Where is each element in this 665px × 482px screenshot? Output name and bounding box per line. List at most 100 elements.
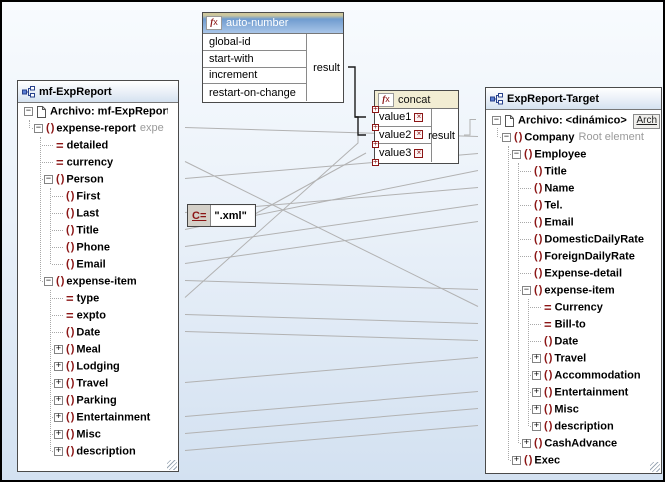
input-connector-restart-on-change[interactable] — [196, 89, 203, 97]
element-icon: ( ) — [524, 148, 534, 160]
tree-row-Meal[interactable]: +( )Meal — [18, 341, 178, 358]
tree-row-Last[interactable]: ( )Last — [18, 205, 178, 222]
function-auto-number[interactable]: fxauto-numberglobal-idstart-withincremen… — [202, 12, 344, 103]
result-connector-concat[interactable] — [458, 131, 467, 141]
component-titlebar[interactable]: ExpReport-Target — [486, 88, 661, 110]
tree-row-Name[interactable]: ( )Name — [486, 180, 661, 197]
tree-row-Employee[interactable]: −( )Employee — [486, 146, 661, 163]
tree-row-expense-item[interactable]: −( )expense-item — [18, 273, 178, 290]
tree-row-Archivo: <dinámico>[interactable]: −Archivo: <dinámico>Arch — [486, 112, 661, 129]
tree-row-Person[interactable]: −( )Person — [18, 171, 178, 188]
tree-row-currency[interactable]: =currency — [18, 154, 178, 171]
tree-row-detailed[interactable]: =detailed — [18, 137, 178, 154]
collapse-icon[interactable]: − — [512, 150, 521, 159]
wire-constant-to-concat.value3[interactable] — [254, 153, 366, 215]
expand-icon[interactable]: + — [54, 362, 63, 371]
tree-row-Misc[interactable]: +( )Misc — [486, 401, 661, 418]
add-parameter-icon[interactable]: + — [372, 124, 379, 131]
tree-row-Date[interactable]: ( )Date — [18, 324, 178, 341]
input-connector-start-with[interactable] — [196, 55, 203, 63]
component-mf-ExpReport[interactable]: mf-ExpReport−Archivo: mf-ExpReport−( )ex… — [17, 80, 179, 472]
expand-icon[interactable]: + — [54, 447, 63, 456]
expand-icon[interactable]: + — [532, 354, 541, 363]
tree-branch-line — [52, 315, 63, 317]
tree-row-description[interactable]: +( )description — [486, 418, 661, 435]
tree-row-type[interactable]: =type — [18, 290, 178, 307]
tree-row-Currency[interactable]: =Currency — [486, 299, 661, 316]
collapse-icon[interactable]: − — [34, 124, 43, 133]
file-options-button[interactable]: Arch — [633, 114, 660, 129]
result-connector-auto-number[interactable] — [343, 63, 352, 73]
tree-row-expto[interactable]: =expto — [18, 307, 178, 324]
tree-row-Exec[interactable]: +( )Exec — [486, 452, 661, 469]
tree-row-Archivo: mf-ExpReport[interactable]: −Archivo: mf-ExpReport — [18, 103, 178, 120]
tree-branch-line — [42, 162, 53, 164]
tree-row-expense-item[interactable]: −( )expense-item — [486, 282, 661, 299]
constant-box[interactable]: C=".xml" — [187, 204, 256, 227]
resize-grip[interactable] — [167, 460, 177, 470]
tree-row-Tel.[interactable]: ( )Tel. — [486, 197, 661, 214]
add-parameter-icon[interactable]: + — [372, 141, 379, 148]
tree-row-ForeignDailyRate[interactable]: ( )ForeignDailyRate — [486, 248, 661, 265]
expand-icon[interactable]: + — [54, 413, 63, 422]
tree-row-Parking[interactable]: +( )Parking — [18, 392, 178, 409]
wire-Email-to-Email[interactable] — [185, 222, 478, 264]
expand-icon[interactable]: + — [54, 430, 63, 439]
remove-parameter-icon[interactable]: × — [414, 113, 423, 122]
component-titlebar[interactable]: mf-ExpReport — [18, 81, 178, 103]
component-ExpReport-Target[interactable]: ExpReport-Target−Archivo: <dinámico>Arch… — [485, 87, 662, 474]
tree-row-Misc[interactable]: +( )Misc — [18, 426, 178, 443]
tree-row-description[interactable]: +( )description — [18, 443, 178, 460]
tree-row-Title[interactable]: ( )Title — [18, 222, 178, 239]
tree-row-Date[interactable]: ( )Date — [486, 333, 661, 350]
tree-row-Email[interactable]: ( )Email — [18, 256, 178, 273]
row-content: ( )ForeignDailyRate — [534, 248, 651, 265]
expand-icon[interactable]: + — [54, 345, 63, 354]
expand-icon[interactable]: + — [532, 405, 541, 414]
tree-row-Lodging[interactable]: +( )Lodging — [18, 358, 178, 375]
tree-row-Email[interactable]: ( )Email — [486, 214, 661, 231]
tree-row-expense-report[interactable]: −( )expense-reportexpe — [18, 120, 178, 137]
wire-expto-to-Bill-to[interactable] — [185, 315, 478, 324]
tree-row-Bill-to[interactable]: =Bill-to — [486, 316, 661, 333]
wire-Travel-to-Travel[interactable] — [185, 358, 478, 383]
tree-row-Expense-detail[interactable]: ( )Expense-detail — [486, 265, 661, 282]
add-parameter-icon[interactable]: + — [372, 159, 379, 166]
expand-icon[interactable]: + — [532, 422, 541, 431]
tree-row-Accommodation[interactable]: +( )Accommodation — [486, 367, 661, 384]
function-titlebar[interactable]: fxauto-number — [203, 13, 343, 34]
expand-icon[interactable]: + — [532, 388, 541, 397]
tree-row-DomesticDailyRate[interactable]: ( )DomesticDailyRate — [486, 231, 661, 248]
tree-row-Travel[interactable]: +( )Travel — [18, 375, 178, 392]
collapse-icon[interactable]: − — [24, 107, 33, 116]
output-connector-constant[interactable] — [254, 210, 263, 220]
add-parameter-icon[interactable]: + — [372, 106, 379, 113]
tree-row-Title[interactable]: ( )Title — [486, 163, 661, 180]
tree-row-CashAdvance[interactable]: +( )CashAdvance — [486, 435, 661, 452]
function-concat[interactable]: fxconcatvalue1×value2×value3×++++result — [374, 90, 459, 164]
function-titlebar[interactable]: fxconcat — [375, 91, 458, 109]
tree-row-Company[interactable]: −( )CompanyRoot element — [486, 129, 661, 146]
collapse-icon[interactable]: − — [44, 277, 53, 286]
expand-icon[interactable]: + — [512, 456, 521, 465]
tree-row-Entertainment[interactable]: +( )Entertainment — [18, 409, 178, 426]
collapse-icon[interactable]: − — [502, 133, 511, 142]
remove-parameter-icon[interactable]: × — [414, 130, 423, 139]
expand-icon[interactable]: + — [54, 396, 63, 405]
tree-row-Entertainment[interactable]: +( )Entertainment — [486, 384, 661, 401]
tree-row-Phone[interactable]: ( )Phone — [18, 239, 178, 256]
expand-icon[interactable]: + — [532, 371, 541, 380]
input-connector-increment[interactable] — [196, 72, 203, 80]
node-label: expto — [77, 309, 106, 321]
collapse-icon[interactable]: − — [522, 286, 531, 295]
collapse-icon[interactable]: − — [44, 175, 53, 184]
expand-icon[interactable]: + — [54, 379, 63, 388]
resize-grip[interactable] — [650, 462, 660, 472]
expand-icon[interactable]: + — [522, 439, 531, 448]
tree-row-First[interactable]: ( )First — [18, 188, 178, 205]
collapse-icon[interactable]: − — [492, 116, 501, 125]
tree-row-Travel[interactable]: +( )Travel — [486, 350, 661, 367]
input-connector-global-id[interactable] — [196, 38, 203, 46]
wire-Date-to-Date[interactable] — [185, 332, 478, 341]
remove-parameter-icon[interactable]: × — [414, 149, 423, 158]
